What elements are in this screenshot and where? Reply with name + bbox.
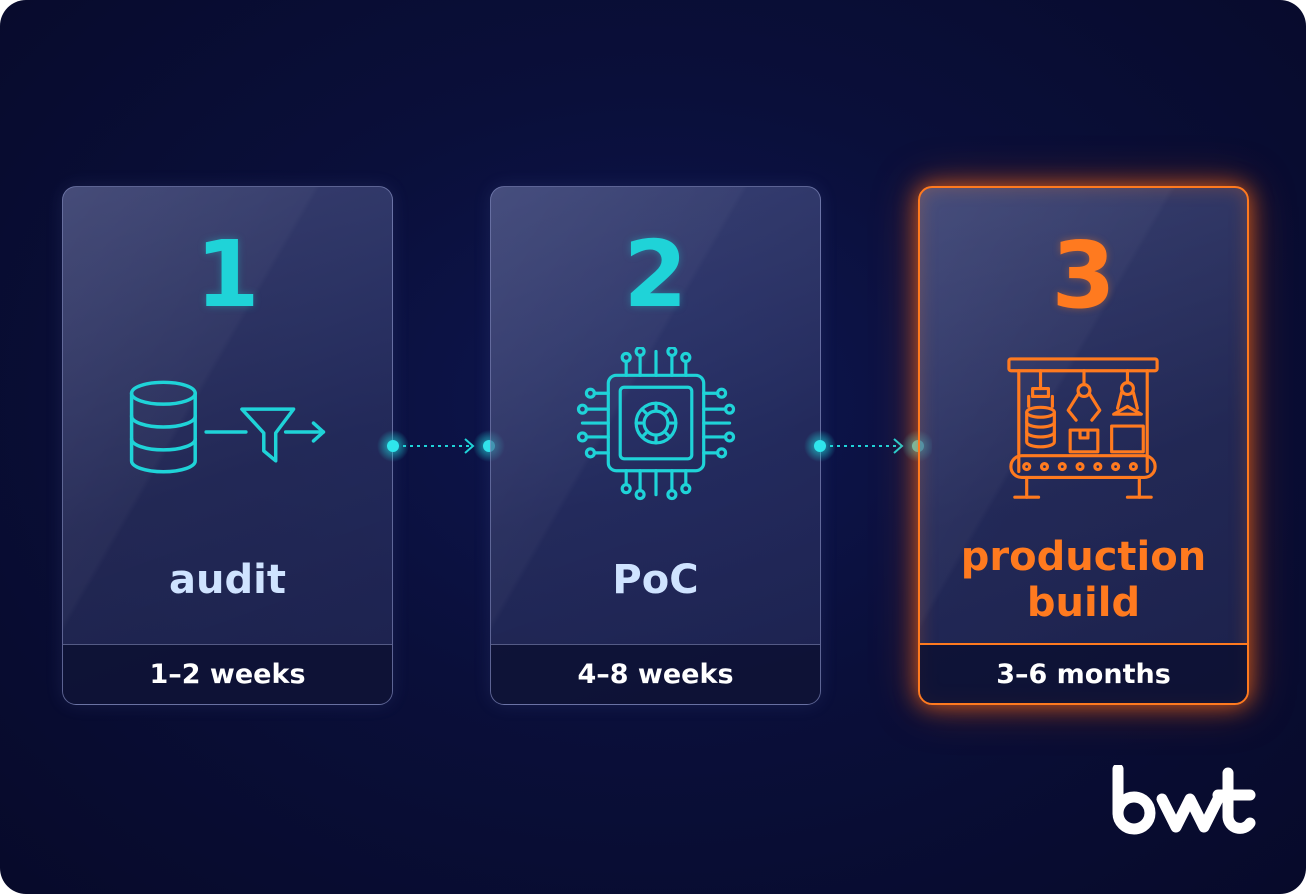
chip-gear-icon: [576, 347, 736, 501]
step-number: 1: [195, 221, 260, 328]
connector-arrow: [804, 430, 932, 462]
step-number: 2: [623, 221, 688, 328]
step-card-audit: 1 audit 1–2 weeks: [62, 186, 393, 705]
database-filter-arrow-icon: [129, 380, 326, 474]
bwt-logo: bwt: [1112, 765, 1256, 835]
step-title: audit: [169, 557, 286, 603]
step-title: PoC: [612, 557, 699, 603]
step-number: 3: [1051, 222, 1116, 329]
step-title: production build: [960, 534, 1207, 626]
step-duration: 4–8 weeks: [491, 644, 820, 704]
step-duration: 1–2 weeks: [63, 644, 392, 704]
step-card-production-build: 3: [918, 186, 1249, 705]
step-card-poc: 2 PoC 4–8 weeks: [490, 186, 821, 705]
step-duration: 3–6 months: [920, 643, 1247, 703]
connector-arrow: [377, 430, 505, 462]
factory-conveyor-icon: [1007, 357, 1159, 499]
